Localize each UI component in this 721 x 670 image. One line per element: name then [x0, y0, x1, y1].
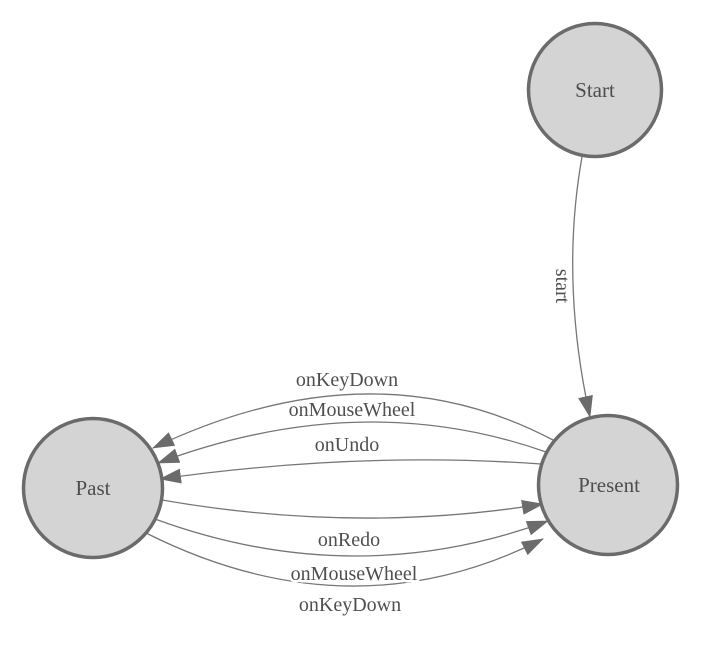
- node-start-label: Start: [575, 78, 615, 102]
- edge-group: [145, 156, 593, 587]
- edge-label-onkeydown-top: onKeyDown: [296, 369, 398, 391]
- node-present-label: Present: [578, 473, 640, 497]
- edge-label-group: start onKeyDown onMouseWheel onUndo onRe…: [286, 266, 575, 618]
- node-past-circle[interactable]: [21, 416, 165, 560]
- edge-label-onredo: onRedo: [318, 529, 380, 551]
- node-start-circle[interactable]: [526, 21, 664, 159]
- edge-present-to-past-onkeydown: [152, 393, 554, 449]
- node-present[interactable]: Present: [536, 413, 680, 557]
- edge-present-to-past-onundo: [159, 459, 542, 484]
- edge-present-to-past-onmousewheel: [157, 421, 547, 464]
- edge-label-onundo: onUndo: [315, 434, 379, 456]
- node-present-circle[interactable]: [536, 413, 680, 557]
- edge-label-onmousewheel-bottom: onMouseWheel: [291, 563, 418, 585]
- edge-past-to-present-onredo: [161, 499, 544, 519]
- edge-label-start: start: [551, 269, 573, 304]
- node-past[interactable]: Past: [21, 416, 165, 560]
- edge-label-onkeydown-bottom: onKeyDown: [299, 594, 401, 616]
- edge-start-to-present: [572, 156, 593, 418]
- node-past-label: Past: [75, 476, 110, 500]
- edge-past-to-present-onmousewheel: [154, 518, 549, 557]
- node-start[interactable]: Start: [526, 21, 664, 159]
- edge-past-to-present-onkeydown: [145, 532, 544, 587]
- edge-label-onmousewheel-top: onMouseWheel: [289, 399, 416, 421]
